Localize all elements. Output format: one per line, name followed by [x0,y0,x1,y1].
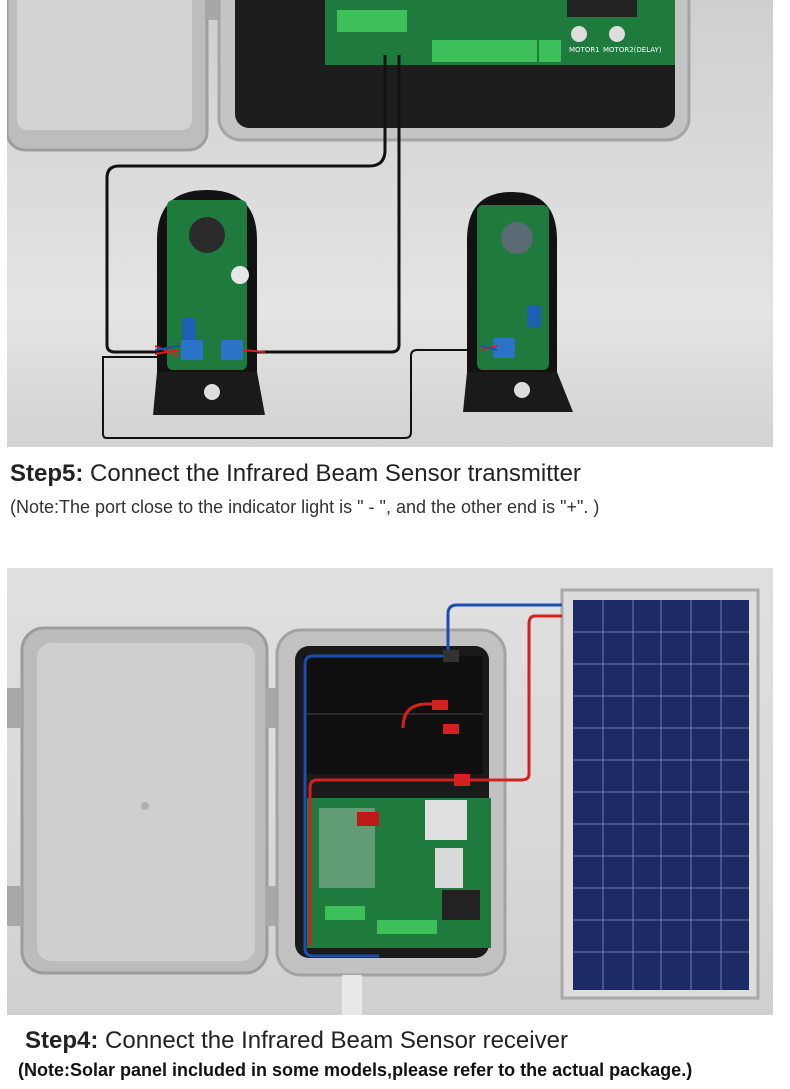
solar-panel [560,588,760,1000]
motor1-label: MOTOR1 [569,46,600,54]
transmitter-wiring-photo: MOTOR1 MOTOR2(DELAY) [7,0,773,447]
transmitter-sensor [153,190,266,415]
step5-note: (Note:The port close to the indicator li… [10,497,600,517]
receiver-sensor [463,192,573,412]
motor2-label: MOTOR2(DELAY) [603,46,662,54]
receiver-wiring-photo [7,568,773,1015]
step5-heading: Step5: Connect the Infrared Beam Sensor … [10,460,581,487]
step4-heading: Step4: Connect the Infrared Beam Sensor … [25,1027,568,1054]
step4-note: (Note:Solar panel included in some model… [18,1060,693,1080]
